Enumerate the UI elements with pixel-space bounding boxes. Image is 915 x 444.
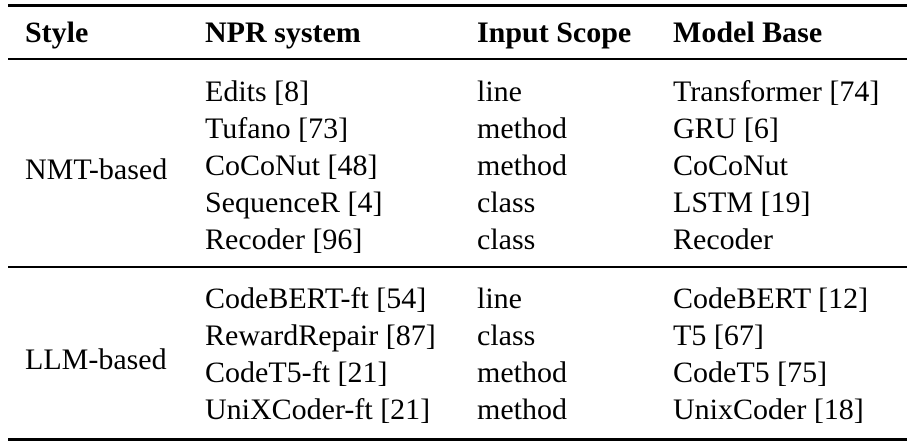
cell-npr-system: CodeBERT-ft [54]	[205, 282, 427, 315]
group-label-llm-based: LLM-based	[25, 342, 167, 376]
col-header-input-scope: Input Scope	[477, 15, 632, 49]
col-header-model-base: Model Base	[673, 15, 823, 49]
npr-systems-table: Style NPR system Input Scope Model Base …	[8, 4, 907, 441]
cell-npr-system: UniXCoder-ft [21]	[205, 393, 431, 426]
cell-model-base: LSTM [19]	[673, 186, 811, 219]
table-row: NMT-based Edits [8] line Transformer [74…	[8, 59, 907, 186]
cell-input-scope: method	[477, 149, 567, 182]
cell-model-base: CodeBERT [12]	[673, 282, 869, 315]
table-row: CodeT5-ft [21] method CodeT5 [75]	[8, 354, 907, 391]
table-row: Tufano [73] method GRU [6]	[8, 110, 907, 147]
group-label-nmt-based: NMT-based	[25, 153, 168, 186]
cell-npr-system: CodeT5-ft [21]	[205, 356, 388, 389]
cell-model-base: Recoder	[673, 223, 773, 256]
cell-input-scope: line	[477, 75, 522, 108]
cell-npr-system: CoCoNut [48]	[205, 149, 378, 182]
table-header: Style NPR system Input Scope Model Base	[8, 6, 907, 60]
cell-npr-system: SequenceR [4]	[205, 186, 383, 219]
cell-npr-system: Edits [8]	[205, 75, 310, 108]
cell-input-scope: class	[477, 319, 536, 352]
cell-model-base: GRU [6]	[673, 112, 779, 145]
cell-input-scope: class	[477, 223, 536, 256]
cell-npr-system: RewardRepair [87]	[205, 319, 436, 352]
cell-model-base: CoCoNut	[673, 149, 789, 182]
table-row: LLM-based CodeBERT-ft [54] line CodeBERT…	[8, 267, 907, 376]
table-row: CoCoNut [48] method CoCoNut	[8, 147, 907, 184]
group-llm-based: LLM-based CodeBERT-ft [54] line CodeBERT…	[8, 267, 907, 440]
cell-input-scope: method	[477, 356, 567, 389]
cell-input-scope: method	[477, 112, 567, 145]
cell-model-base: T5 [67]	[673, 319, 764, 352]
cell-input-scope: class	[477, 186, 536, 219]
table-row: SequenceR [4] class LSTM [19]	[8, 184, 907, 221]
col-header-style: Style	[25, 15, 89, 49]
table-row: Recoder [96] class Recoder	[8, 221, 907, 267]
table-row: UniXCoder-ft [21] method UnixCoder [18]	[8, 391, 907, 440]
header-row: Style NPR system Input Scope Model Base	[8, 6, 907, 60]
cell-npr-system: Tufano [73]	[205, 112, 349, 145]
col-header-npr-system: NPR system	[205, 15, 361, 49]
cell-npr-system: Recoder [96]	[205, 223, 363, 256]
cell-model-base: UnixCoder [18]	[673, 393, 864, 426]
cell-model-base: CodeT5 [75]	[673, 356, 828, 389]
cell-input-scope: line	[477, 282, 522, 315]
table-row: RewardRepair [87] class T5 [67]	[8, 317, 907, 354]
cell-model-base: Transformer [74]	[673, 75, 880, 108]
group-nmt-based: NMT-based Edits [8] line Transformer [74…	[8, 59, 907, 267]
cell-input-scope: method	[477, 393, 567, 426]
